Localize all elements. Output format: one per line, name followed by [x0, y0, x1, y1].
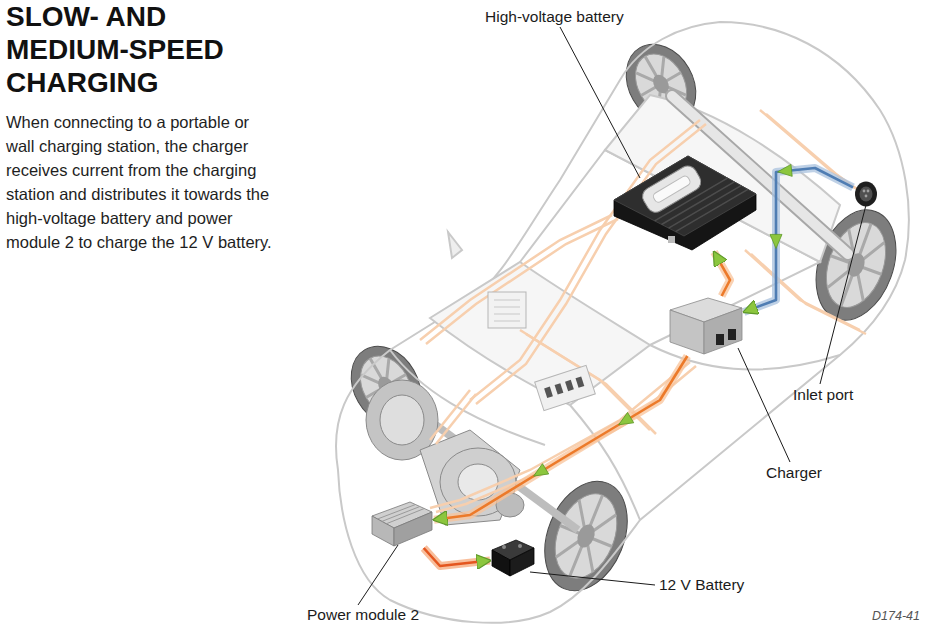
wheel [544, 485, 629, 588]
power-wire [714, 252, 730, 296]
faint-wiring [745, 250, 860, 330]
component-shape [370, 500, 434, 548]
inlet-pin [867, 190, 870, 193]
front-drive-unit [496, 493, 524, 517]
car-body-outline [448, 232, 462, 258]
faint-wiring [426, 114, 866, 512]
caption-text: When connecting to a portable or wall ch… [6, 110, 276, 254]
faint-wiring [430, 362, 690, 508]
leader-line [560, 27, 640, 178]
component-label: High-voltage battery [485, 8, 624, 26]
charger-connector [716, 334, 724, 345]
component-label: Power module 2 [307, 606, 419, 624]
car-body-fill [336, 22, 909, 623]
battery-module [639, 163, 704, 216]
leader-line [820, 205, 866, 384]
component-face [394, 512, 432, 546]
leader-line [738, 348, 790, 462]
wire-line [434, 356, 687, 520]
auxiliary-module [535, 365, 596, 410]
component-node: Charger [668, 296, 744, 356]
inlet-socket [855, 182, 877, 207]
component-face [614, 156, 756, 236]
wire-halo [434, 356, 687, 520]
wire-line [424, 548, 490, 566]
auxiliary-module [488, 292, 595, 411]
wire-line [714, 252, 730, 296]
wire-halo [424, 548, 490, 566]
car-body-outline [336, 22, 909, 623]
car-body-outline [605, 95, 840, 262]
page-title: SLOW- AND MEDIUM-SPEED CHARGING [6, 0, 268, 99]
component-shape [668, 296, 744, 356]
power-wire [424, 548, 490, 566]
component-detail [382, 507, 420, 522]
wire-line [744, 168, 853, 312]
flow-arrow [530, 464, 548, 482]
power-wire [744, 164, 853, 311]
wire-halo [744, 168, 853, 312]
auxiliary-module [535, 365, 596, 410]
component-label: Inlet port [793, 386, 853, 404]
wheel [337, 32, 910, 603]
component-face [614, 156, 756, 250]
component-detail [378, 505, 416, 520]
inlet-pin [865, 195, 868, 198]
faint-wiring [430, 390, 470, 440]
component-detail [668, 236, 675, 243]
wheel [544, 485, 629, 588]
component-face [670, 310, 704, 354]
inlet-pin [863, 190, 866, 193]
leader-line [358, 545, 398, 605]
component-face [492, 550, 510, 576]
battery-module [652, 175, 691, 204]
component-label: Charger [766, 464, 822, 482]
component-face [704, 308, 742, 354]
inlet-socket [860, 187, 873, 202]
component-node: Inlet port [853, 180, 879, 208]
flow-arrow [777, 164, 792, 177]
battery-terminal [502, 545, 506, 549]
faint-wiring [470, 120, 700, 400]
component-detail [386, 509, 424, 524]
auxiliary-module [565, 380, 574, 391]
flow-arrow [770, 234, 782, 248]
battery-module [639, 163, 704, 216]
component-node: 12 V Battery [490, 538, 536, 578]
figure-code: D174-41 [872, 609, 920, 623]
flow-arrow [616, 412, 634, 429]
component-label: 12 V Battery [659, 576, 744, 594]
front-drive-unit [380, 395, 424, 445]
component-face [510, 548, 534, 576]
charger-connector [728, 329, 736, 340]
component-shape [610, 150, 760, 252]
car-body-fill [336, 22, 909, 623]
component-node: Power module 2 [370, 500, 434, 548]
auxiliary-module [494, 300, 520, 321]
power-wire [434, 356, 687, 520]
auxiliary-module [488, 292, 526, 328]
battery-terminal [518, 544, 522, 548]
front-drive-unit [458, 464, 498, 500]
leader-line [530, 572, 655, 585]
auxiliary-module [555, 383, 564, 394]
component-shape [490, 538, 536, 578]
component-node: High-voltage battery [610, 150, 760, 252]
leader-line [358, 27, 866, 605]
wire-halo [714, 252, 730, 296]
car-body-outline [336, 22, 909, 623]
auxiliary-module [576, 376, 585, 387]
faint-wiring [420, 110, 860, 508]
component-shape [853, 180, 879, 208]
car-body-outline [650, 345, 840, 369]
auxiliary-module [544, 387, 553, 398]
